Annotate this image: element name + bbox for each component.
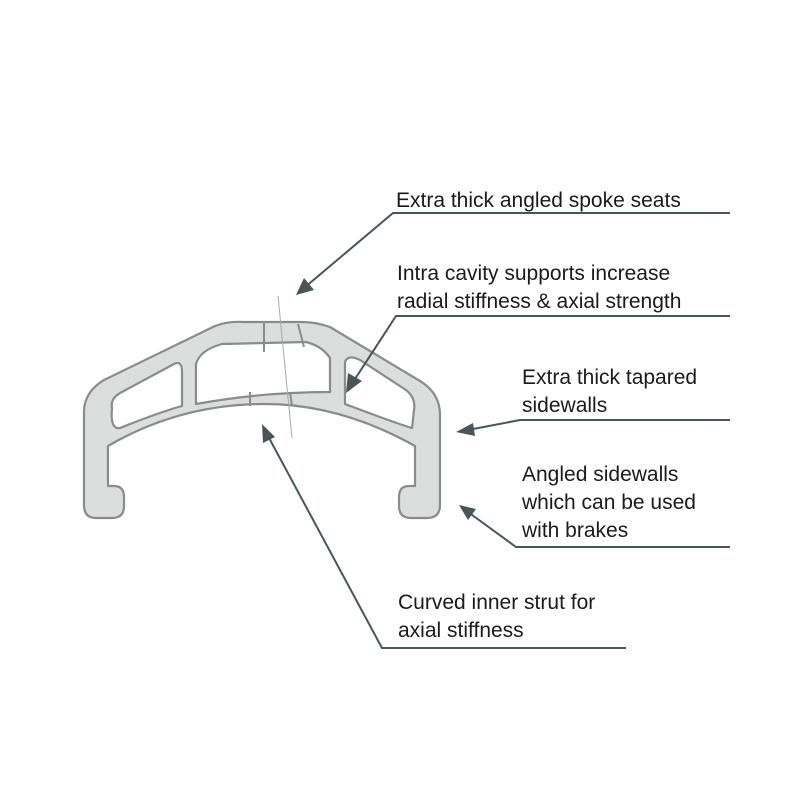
callout-cavity-supports-line2: radial stiffness & axial strength: [397, 290, 681, 313]
callout-angled-sidewalls-line1: Angled sidewalls: [522, 463, 678, 486]
inner-strut-seam-right: [289, 391, 293, 407]
callout-spoke-seats-leader: [303, 212, 730, 289]
callout-tapered-sidewalls-arrowhead: [456, 423, 475, 436]
callout-inner-strut: Curved inner strut for axial stiffness: [262, 424, 626, 649]
callout-cavity-supports-leader: [352, 315, 730, 383]
callout-tapered-sidewalls-leader: [467, 419, 730, 431]
callout-spoke-seats: Extra thick angled spoke seats: [296, 189, 730, 295]
callout-tapered-sidewalls: Extra thick tapared sidewalls: [456, 366, 730, 436]
callout-inner-strut-leader: [267, 435, 626, 649]
callout-angled-sidewalls-line3: with brakes: [521, 519, 628, 542]
callout-tapered-sidewalls-line2: sidewalls: [522, 394, 607, 417]
rim-cavity-left: [110, 361, 184, 430]
callout-spoke-seats-arrowhead: [296, 278, 314, 295]
callout-angled-sidewalls: Angled sidewalls which can be used with …: [459, 463, 730, 548]
callout-cavity-supports: Intra cavity supports increase radial st…: [346, 262, 730, 393]
callout-tapered-sidewalls-line1: Extra thick tapared: [522, 366, 697, 389]
rim-cavity-center: [194, 340, 332, 406]
callout-angled-sidewalls-leader: [467, 511, 730, 548]
spoke-axis-line: [277, 295, 293, 439]
spoke-seat-seam-right: [297, 323, 305, 348]
callout-inner-strut-arrowhead: [262, 424, 275, 443]
callout-cavity-supports-arrowhead: [346, 373, 362, 393]
rim-profile: [82, 295, 442, 520]
callout-spoke-seats-text: Extra thick angled spoke seats: [396, 189, 681, 212]
rim-cavity-right: [343, 356, 416, 430]
callout-cavity-supports-line1: Intra cavity supports increase: [397, 262, 670, 285]
callout-angled-sidewalls-arrowhead: [459, 505, 476, 520]
callout-inner-strut-line1: Curved inner strut for: [398, 591, 595, 614]
callout-angled-sidewalls-line2: which can be used: [521, 491, 696, 514]
callout-inner-strut-line2: axial stiffness: [398, 619, 524, 642]
